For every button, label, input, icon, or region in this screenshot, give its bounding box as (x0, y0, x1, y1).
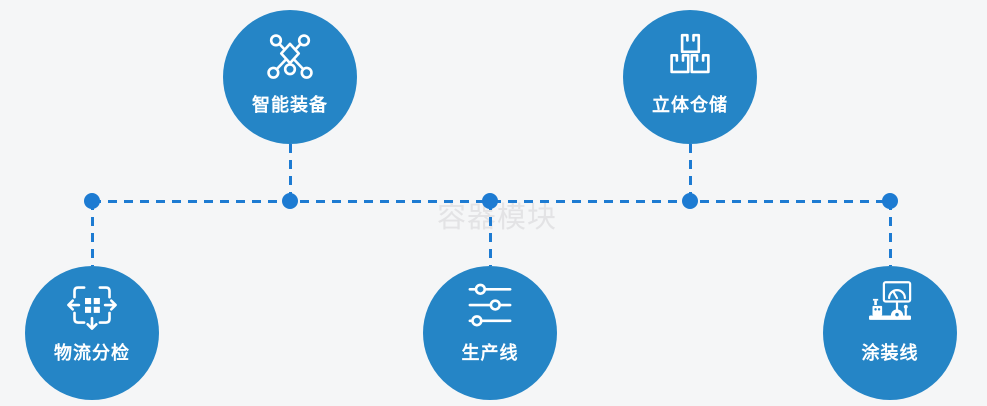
node-smart-equipment: 智能装备 (223, 10, 357, 144)
connector-vertical-painting (889, 201, 892, 266)
connector-vertical-warehouse (689, 144, 692, 201)
connector-vertical-smart-equipment (289, 144, 292, 201)
node-label: 生产线 (461, 343, 519, 364)
connector-vertical-logistics (91, 201, 94, 266)
node-warehouse: 立体仓储 (623, 10, 757, 144)
control-console-icon (869, 281, 912, 320)
junction-dot (282, 193, 298, 209)
junction-dot (682, 193, 698, 209)
connector-vertical-production (489, 201, 492, 266)
junction-dot (84, 193, 100, 209)
junction-dot (482, 193, 498, 209)
stacked-boxes-icon (670, 33, 710, 74)
node-label: 立体仓储 (652, 95, 728, 116)
junction-dot (882, 193, 898, 209)
node-logistics-sorting: 物流分检 (25, 266, 159, 400)
node-production-line: 生产线 (423, 266, 557, 400)
node-label: 涂装线 (861, 343, 919, 364)
network-nodes-icon (267, 34, 313, 79)
node-painting-line: 涂装线 (823, 266, 957, 400)
sliders-icon (468, 283, 512, 327)
node-label: 智能装备 (252, 95, 328, 116)
sorting-arrows-icon (67, 286, 117, 330)
node-label: 物流分检 (54, 343, 130, 364)
